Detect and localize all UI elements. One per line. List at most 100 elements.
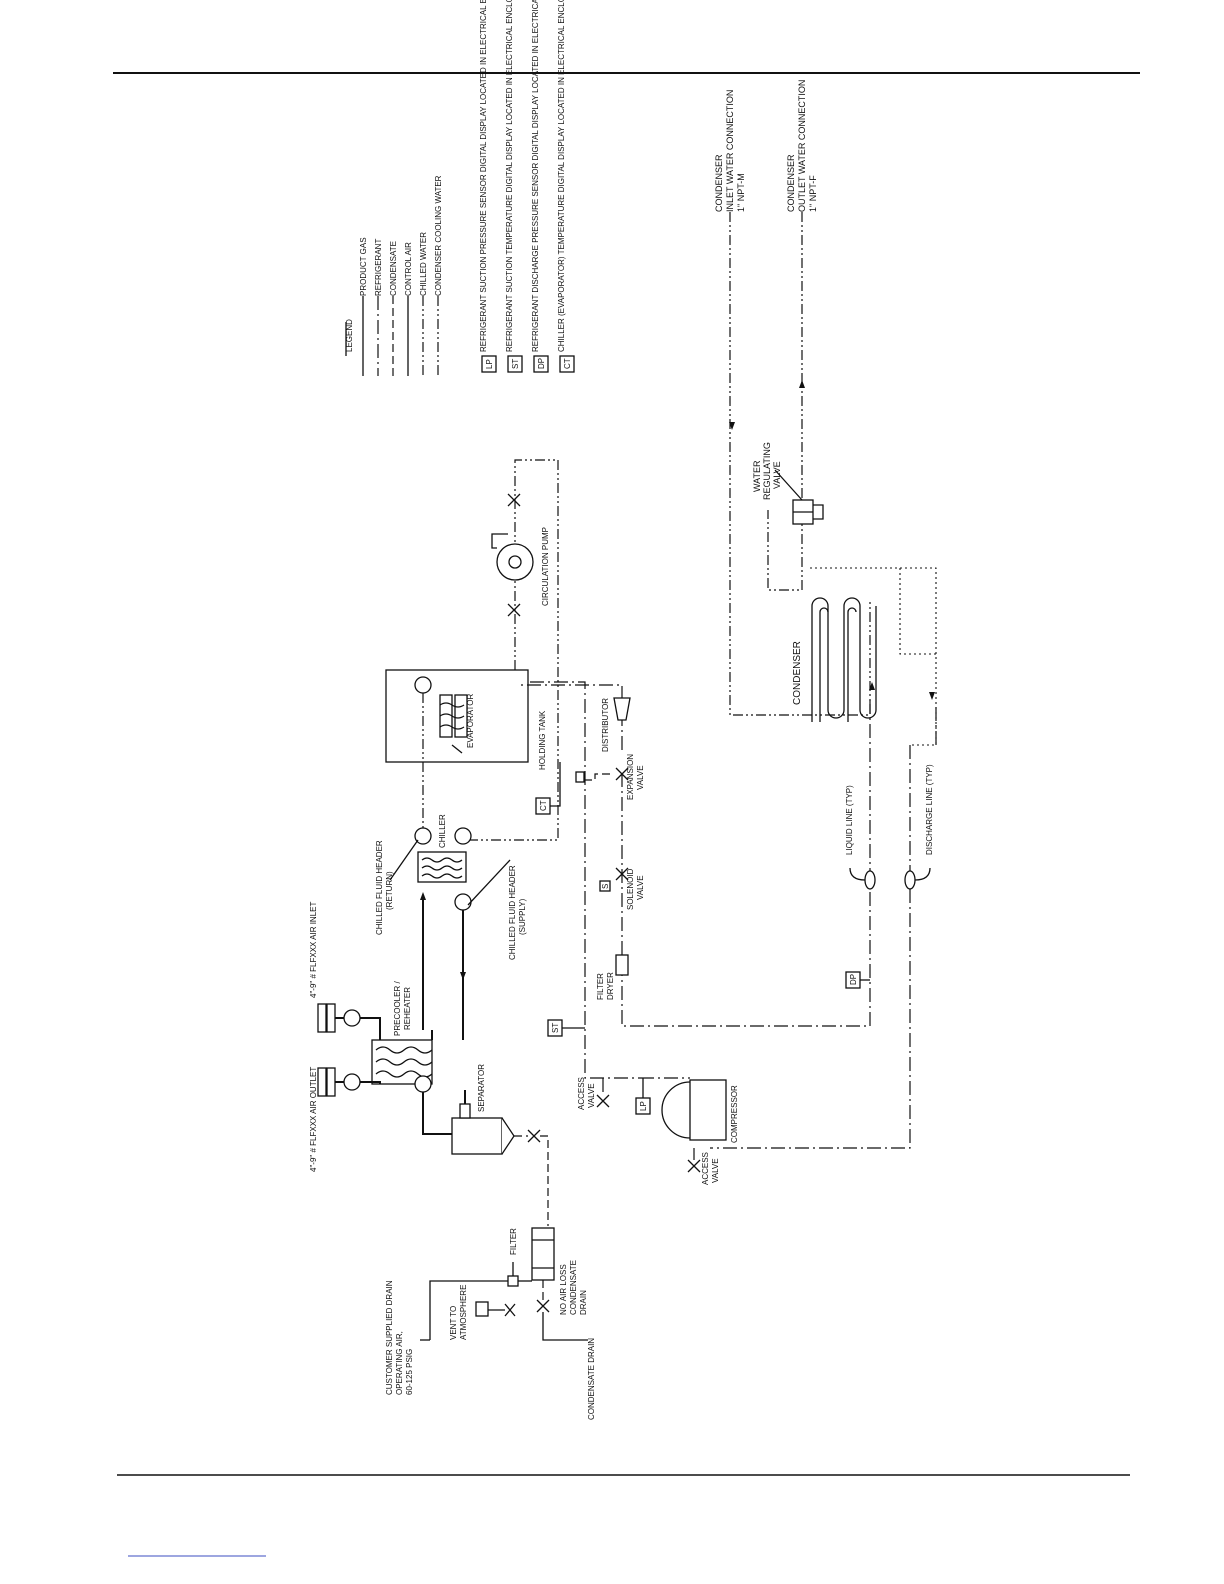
- expansion-label-1: EXPANSION: [626, 754, 635, 800]
- condenser-label: CONDENSER: [792, 641, 803, 705]
- separator-label: SEPARATOR: [477, 1064, 486, 1112]
- drain-valve-icon: [527, 1129, 541, 1143]
- cond-inlet-label-1: CONDENSER: [714, 154, 724, 212]
- pump-valve-1-icon: [507, 603, 521, 617]
- expansion-bulb-icon: [575, 771, 585, 783]
- air-outlet-label: 4"-9" # FLFXXX AIR OUTLET: [309, 1067, 318, 1172]
- compressor-dome: [661, 1081, 691, 1139]
- access-valve-1-label-a: ACCESS: [577, 1077, 586, 1110]
- customer-drain-label-1: CUSTOMER SUPPLIED DRAIN: [385, 1280, 394, 1395]
- circulation-pump-label: CIRCULATION PUMP: [541, 527, 550, 606]
- chiller-label: CHILLER: [438, 814, 447, 848]
- cond-outlet-label-2: OUTLET WATER CONNECTION: [797, 80, 807, 212]
- legend-label-condensate: CONDENSATE: [389, 241, 398, 296]
- no-loss-label-2: CONDENSATE: [569, 1260, 578, 1315]
- compressor-icon: [689, 1079, 727, 1141]
- filter-dryer-icon: [615, 954, 629, 976]
- legend-symbol-dp-label: REFRIGERANT DISCHARGE PRESSURE SENSOR DI…: [531, 0, 540, 352]
- customer-drain-label-2: OPERATING AIR,: [395, 1331, 404, 1395]
- legend-label-chilled-water: CHILLED WATER: [419, 232, 428, 296]
- leader-line: [389, 839, 419, 881]
- solenoid-tag: S: [601, 884, 610, 889]
- discharge-line-callout: [904, 870, 916, 890]
- liquid-line-label: LIQUID LINE (TYP): [845, 785, 854, 855]
- no-loss-label-1: NO AIR LOSS: [559, 1264, 568, 1315]
- legend-symbol-ct: [559, 355, 575, 373]
- drain-outlet-valve-icon: [536, 1299, 550, 1313]
- distributor-line: [520, 684, 623, 700]
- flow-arrow: [729, 422, 735, 430]
- cond-inlet-label-3: 1" NPT-M: [736, 173, 746, 212]
- legend-label-refrigerant: REFRIGERANT: [374, 239, 383, 296]
- cond-outlet-label-1: CONDENSER: [786, 154, 796, 212]
- flow-arrow: [460, 972, 466, 980]
- customer-air-line: [429, 1280, 508, 1340]
- vent-valve-icon: [504, 1303, 516, 1317]
- access-valve-1-icon: [596, 1094, 610, 1108]
- chilled-return-label-2: (RETURN): [385, 871, 394, 910]
- chilled-water-loop: [470, 459, 559, 841]
- evaporator-label: EVAPORATOR: [466, 694, 475, 748]
- air-inlet-port-icon: [343, 1009, 361, 1027]
- access-valve-1-label-b: VALVE: [587, 1083, 596, 1108]
- air-inlet-flange-icon: [326, 1003, 336, 1033]
- legend-label-condenser-water: CONDENSER COOLING WATER: [434, 175, 443, 296]
- legend-symbol-st: [507, 355, 523, 373]
- legend-symbol-ct-label: CHILLER (EVAPORATOR) TEMPERATURE DIGITAL…: [557, 0, 566, 352]
- legend-symbol-dp: [533, 355, 549, 373]
- legend-symbol-st-code: ST: [511, 359, 520, 369]
- condenser-coil-inner: [819, 607, 829, 722]
- air-outlet-flange-icon: [326, 1067, 336, 1097]
- condenser-water-circuit: CONDENSER INLET WATER CONNECTION 1" NPT-…: [714, 80, 871, 716]
- filter-label: FILTER: [509, 1228, 518, 1255]
- air-inlet-label: 4"-9" # FLFXXX AIR INLET: [309, 902, 318, 998]
- condenser-shell-inner: [899, 568, 936, 655]
- distributor-label: DISTRIBUTOR: [601, 698, 610, 752]
- flow-arrow: [799, 380, 805, 388]
- legend-symbol-st-label: REFRIGERANT SUCTION TEMPERATURE DIGITAL …: [505, 0, 514, 352]
- no-loss-label-3: DRAIN: [579, 1290, 588, 1315]
- legend-title: LEGEND: [345, 319, 354, 352]
- flow-arrow: [869, 682, 875, 690]
- pump-outlet: [491, 533, 508, 549]
- filter-dryer-label-1: FILTER: [596, 973, 605, 1000]
- vent-label-1: VENT TO: [449, 1306, 458, 1340]
- holding-tank-label: HOLDING TANK: [538, 710, 547, 770]
- legend-label-product-gas: PRODUCT GAS: [359, 237, 368, 296]
- discharge-line-label: DISCHARGE LINE (TYP): [925, 764, 934, 855]
- air-inlet-pipe: [360, 1017, 381, 1040]
- tank-port-icon: [414, 676, 432, 694]
- condensate-drain-line: [542, 1312, 588, 1341]
- gas-to-separator-line: [422, 1092, 452, 1135]
- liquid-line-callout: [864, 870, 876, 890]
- ct-tag: CT: [539, 800, 548, 811]
- legend-symbol-dp-code: DP: [537, 358, 546, 369]
- chiller: CHILLER CHILLED FLUID HEADER (RETURN) CH…: [375, 814, 527, 960]
- water-reg-label-3: VALVE: [772, 461, 782, 489]
- compressor-label: COMPRESSOR: [730, 1085, 739, 1143]
- water-reg-label-2: REGULATING: [762, 442, 772, 500]
- access-valve-2-icon: [687, 1159, 701, 1173]
- distributor-icon: [613, 697, 631, 721]
- air-outlet-pipe: [360, 1081, 381, 1084]
- evaporator-icon: [439, 694, 453, 738]
- refrigerant-circuit: FILTER DRYER S SOLENOID VALVE EXPANSION …: [444, 681, 937, 1185]
- leader-line: [774, 469, 803, 501]
- chiller-port-icon: [454, 827, 472, 845]
- product-gas-circuit: PRECOOLER / REHEATER 4"-9" # FLFXXX AIR …: [309, 892, 515, 1172]
- chiller-port-icon: [454, 893, 472, 911]
- chilled-supply-label-2: (SUPPLY): [518, 898, 527, 935]
- condensate-drain-circuit: NO AIR LOSS CONDENSATE DRAIN CONDENSATE …: [385, 1129, 596, 1420]
- chilled-return-label-1: CHILLED FLUID HEADER: [375, 840, 384, 935]
- holding-tank-box: [385, 669, 529, 763]
- condenser-coil-inner: [847, 607, 857, 722]
- condenser-shell: [810, 567, 937, 746]
- liquid-line: [621, 700, 871, 1027]
- precooler-label-1: PRECOOLER /: [393, 981, 402, 1036]
- condenser-inlet-water-line: [729, 212, 871, 716]
- solenoid-valve-icon: [615, 867, 629, 881]
- access-valve-2-label-a: ACCESS: [701, 1152, 710, 1185]
- condenser-coil-icon: [811, 597, 877, 722]
- evaporator-coil: [439, 702, 465, 730]
